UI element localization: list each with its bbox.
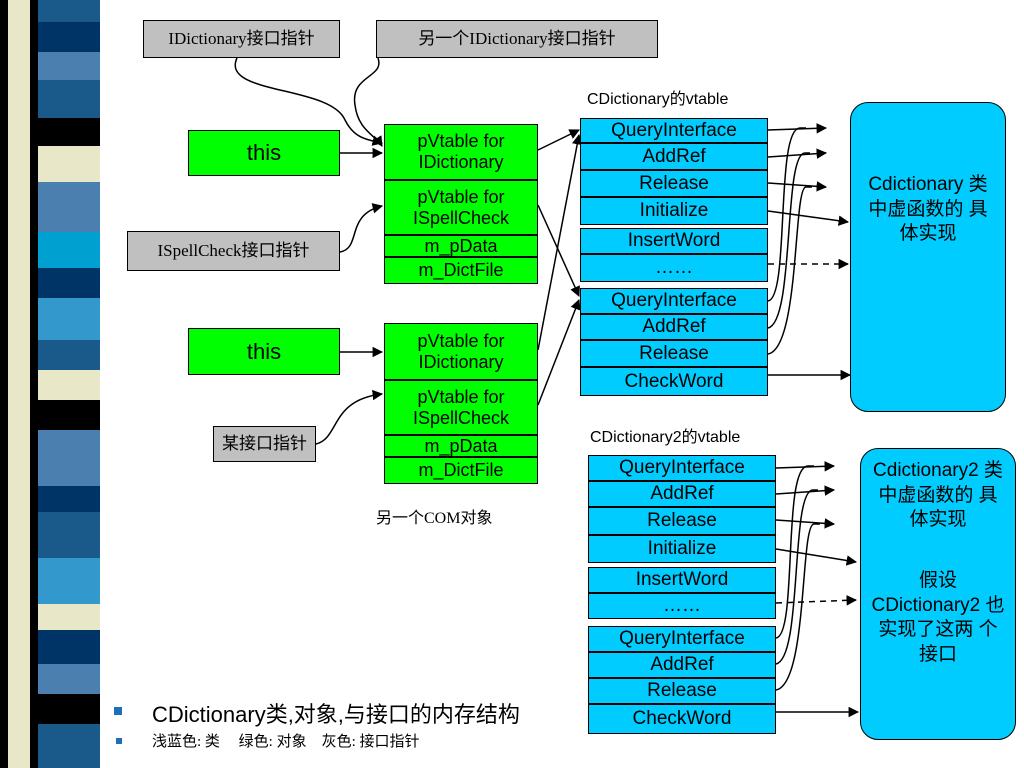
object2-field-m-dictfile: m_DictFile	[384, 457, 538, 484]
object1-field-m-pdata: m_pData	[384, 235, 538, 257]
caption-main: CDictionary类,对象,与接口的内存结构	[152, 702, 520, 727]
impl1-text: Cdictionary 类中虚函数的 具体实现	[868, 174, 988, 245]
vtable1-entry-checkword: CheckWord	[580, 367, 768, 396]
object2-field-vtable-idictionary: pVtable for IDictionary	[384, 323, 538, 380]
vtable1-entry-release-2: Release	[580, 340, 768, 367]
vtable2-entry-addref: AddRef	[588, 481, 776, 507]
impl1-box: Cdictionary 类中虚函数的 具体实现	[850, 102, 1006, 412]
caption-legend: 浅蓝色: 类 绿色: 对象 灰色: 接口指针	[152, 734, 420, 750]
vtable2-entry-release: Release	[588, 507, 776, 535]
vtable1-entry-initialize: Initialize	[580, 197, 768, 225]
object2-field-m-pdata: m_pData	[384, 435, 538, 457]
bullet-legend-icon	[116, 738, 122, 744]
vtable2-entry-insertword: InsertWord	[588, 567, 776, 593]
vtable2-entry-queryinterface-2: QueryInterface	[588, 626, 776, 652]
vtable2-entry-queryinterface: QueryInterface	[588, 455, 776, 481]
bullet-main-icon	[114, 707, 122, 715]
vtable1-entry-ellipsis: ……	[580, 254, 768, 282]
vtable1-entry-queryinterface: QueryInterface	[580, 118, 768, 143]
vtable2-entry-initialize: Initialize	[588, 535, 776, 563]
vtable2-entry-ellipsis: ……	[588, 593, 776, 619]
vtable1-entry-queryinterface-2: QueryInterface	[580, 288, 768, 314]
vtable2-title: CDictionary2的vtable	[590, 429, 741, 446]
object2-this: this	[188, 328, 340, 375]
object1-field-vtable-ispellcheck: pVtable for ISpellCheck	[384, 180, 538, 235]
vtable2-entry-release-2: Release	[588, 678, 776, 704]
object1-field-vtable-idictionary: pVtable for IDictionary	[384, 124, 538, 180]
ispellcheck-pointer: ISpellCheck接口指针	[127, 231, 340, 271]
object2-field-vtable-ispellcheck: pVtable for ISpellCheck	[384, 380, 538, 435]
vtable1-entry-insertword: InsertWord	[580, 228, 768, 254]
object2-caption: 另一个COM对象	[376, 510, 493, 527]
idictionary-pointer: IDictionary接口指针	[143, 20, 340, 58]
another-idictionary-pointer: 另一个IDictionary接口指针	[376, 20, 658, 58]
some-interface-pointer: 某接口指针	[213, 426, 316, 462]
vtable1-entry-addref-2: AddRef	[580, 314, 768, 340]
decorative-side-band	[0, 0, 100, 768]
impl2-text: Cdictionary2 类中虚函数的 具体实现	[873, 460, 1003, 531]
vtable1-entry-release: Release	[580, 170, 768, 197]
vtable2-entry-checkword: CheckWord	[588, 704, 776, 734]
impl2-note: 假设 CDictionary2 也实现了这两 个接口	[871, 570, 1005, 666]
object1-field-m-dictfile: m_DictFile	[384, 257, 538, 284]
vtable1-title: CDictionary的vtable	[587, 91, 729, 108]
impl2-box: Cdictionary2 类中虚函数的 具体实现 假设 CDictionary2…	[860, 448, 1016, 740]
object1-this: this	[188, 130, 340, 176]
vtable2-entry-addref-2: AddRef	[588, 652, 776, 678]
vtable1-entry-addref: AddRef	[580, 143, 768, 170]
